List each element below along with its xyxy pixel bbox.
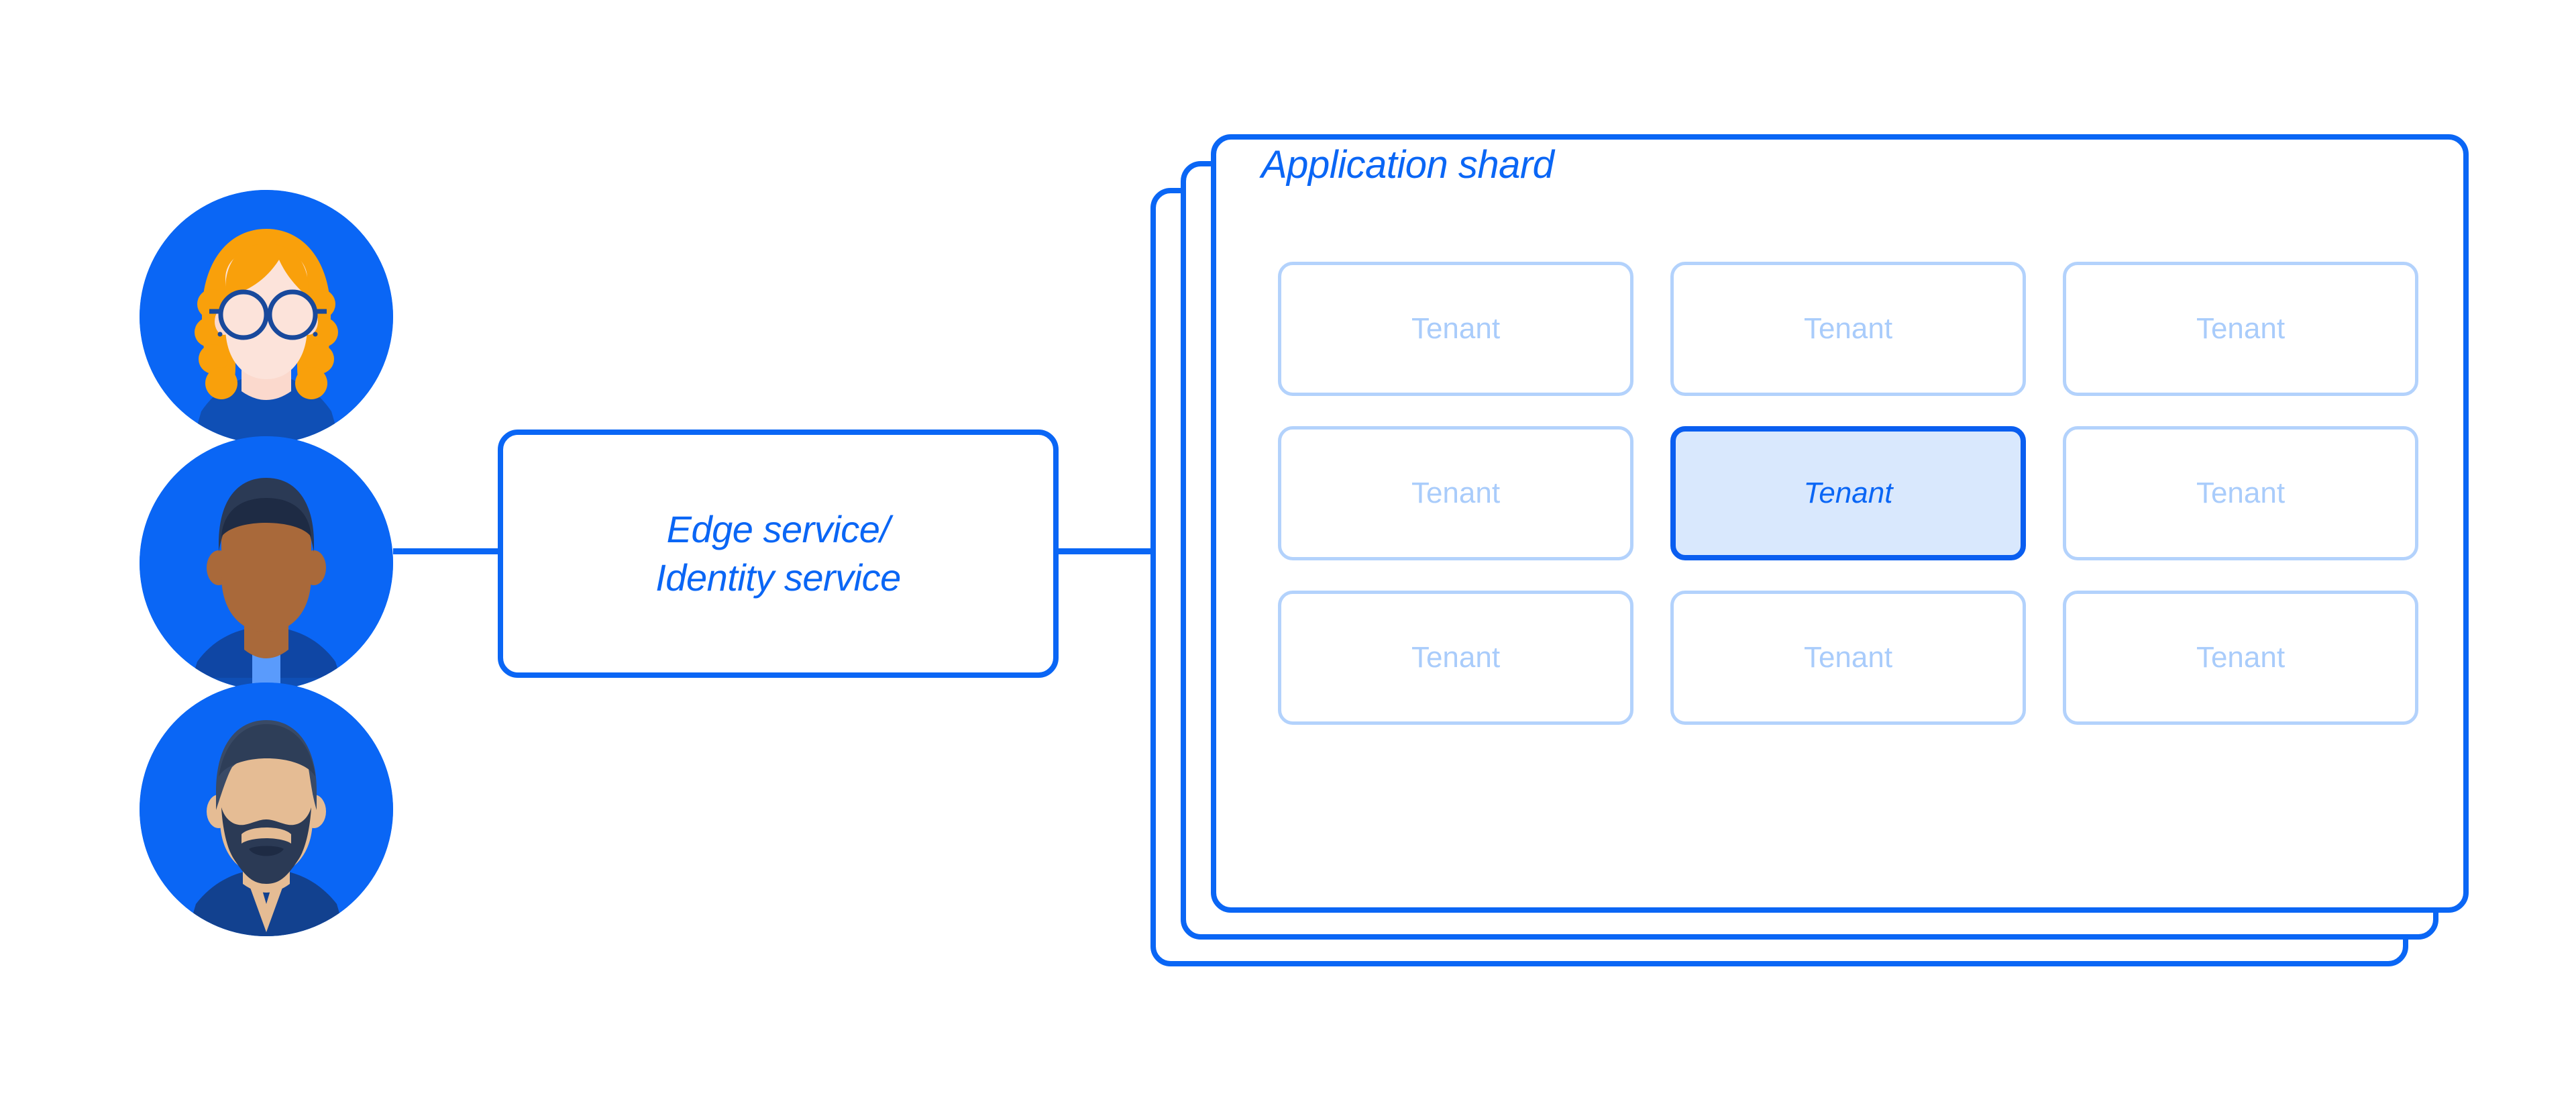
tenant-cell-6[interactable]: Tenant — [2063, 426, 2418, 560]
tenant-cell-9[interactable]: Tenant — [2063, 591, 2418, 725]
edge-service-label: Edge service/ Identity service — [655, 508, 901, 599]
tenant-label: Tenant — [1411, 641, 1501, 674]
avatar-man-beard — [140, 683, 393, 936]
tenant-label: Tenant — [1411, 476, 1501, 509]
tenant-cell-7[interactable]: Tenant — [1278, 591, 1633, 725]
connector-edge-to-shards — [1055, 548, 1219, 554]
connector-users-to-edge — [393, 548, 499, 554]
tenant-cell-1[interactable]: Tenant — [1278, 262, 1633, 396]
application-shard-title: Application shard — [1261, 143, 1554, 187]
tenant-cell-3[interactable]: Tenant — [2063, 262, 2418, 396]
tenant-cell-4[interactable]: Tenant — [1278, 426, 1633, 560]
avatar-man-short-hair — [140, 436, 393, 690]
tenant-grid: Tenant Tenant Tenant Tenant Tenant Tenan… — [1278, 262, 2418, 725]
tenant-label: Tenant — [2196, 476, 2286, 509]
edge-identity-service-box[interactable]: Edge service/ Identity service — [498, 430, 1059, 678]
tenant-cell-2[interactable]: Tenant — [1670, 262, 2026, 396]
tenant-label: Tenant — [1803, 641, 1893, 674]
tenant-label: Tenant — [1411, 312, 1501, 345]
tenant-cell-8[interactable]: Tenant — [1670, 591, 2026, 725]
tenant-label: Tenant — [1803, 312, 1893, 345]
tenant-cell-5-active[interactable]: Tenant — [1670, 426, 2026, 560]
avatar-woman-glasses — [140, 190, 393, 444]
tenant-label: Tenant — [1803, 476, 1893, 509]
tenant-label: Tenant — [2196, 641, 2286, 674]
tenant-label: Tenant — [2196, 312, 2286, 345]
